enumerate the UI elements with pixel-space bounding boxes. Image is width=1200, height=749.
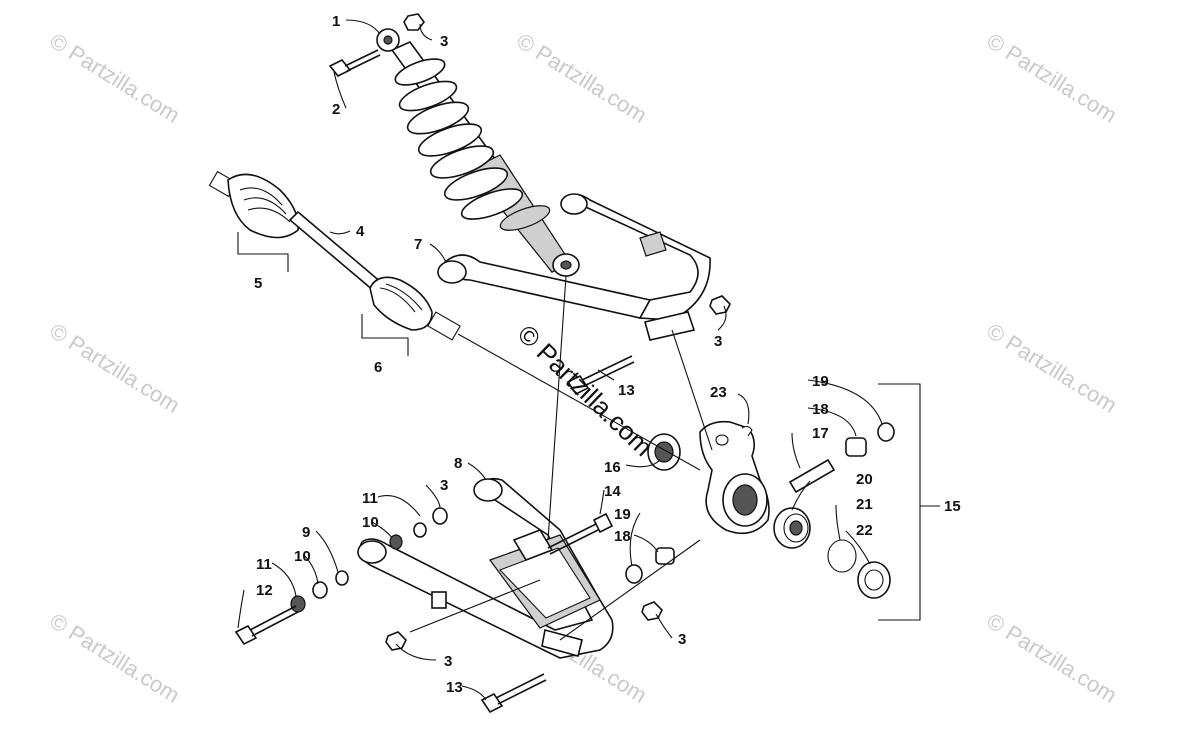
watermark-top-center: © Partzilla.com bbox=[512, 28, 651, 128]
callout-14: 14 bbox=[604, 483, 621, 500]
watermark-mid-right: © Partzilla.com bbox=[982, 318, 1121, 418]
callout-3-lower-left: 3 bbox=[444, 653, 452, 670]
nut-3-upper-arm bbox=[709, 295, 731, 315]
nut-3-top bbox=[403, 13, 425, 31]
bushing-18-upper bbox=[845, 437, 867, 457]
pivot-hardware-upper bbox=[389, 507, 448, 550]
callout-4: 4 bbox=[356, 223, 365, 240]
steering-knuckle bbox=[699, 420, 770, 535]
callout-16: 16 bbox=[604, 459, 621, 476]
bearing-16 bbox=[647, 433, 681, 471]
callout-1: 1 bbox=[332, 13, 340, 30]
shock-absorber bbox=[328, 13, 580, 277]
spring-coils bbox=[394, 58, 551, 231]
washer-19-lower bbox=[625, 564, 643, 584]
callout-21: 21 bbox=[856, 496, 873, 513]
callout-18-lower: 18 bbox=[614, 528, 631, 545]
snap-ring-21 bbox=[827, 539, 857, 573]
callout-17: 17 bbox=[812, 425, 829, 442]
bearing-20 bbox=[773, 507, 811, 549]
callout-11-upper: 11 bbox=[362, 490, 378, 507]
callout-19-upper: 19 bbox=[812, 373, 829, 390]
callout-9: 9 bbox=[302, 524, 310, 541]
callout-15: 15 bbox=[944, 498, 961, 515]
callout-10-upper: 10 bbox=[362, 514, 379, 531]
callout-13-upper: 13 bbox=[618, 382, 635, 399]
callout-5: 5 bbox=[254, 275, 262, 292]
pivot-hardware-lower bbox=[234, 570, 349, 646]
watermark-center: © Partzilla.com bbox=[512, 319, 659, 462]
leader-lines bbox=[237, 19, 940, 701]
callout-23: 23 bbox=[710, 384, 727, 401]
sleeve-17 bbox=[788, 458, 836, 494]
callouts: 1 2 3 3 3 3 3 4 5 6 7 8 9 10 10 11 11 12… bbox=[254, 13, 961, 696]
drive-axle bbox=[208, 170, 461, 341]
callout-3-lower-pivot: 3 bbox=[440, 477, 448, 494]
upper-a-arm bbox=[437, 193, 711, 341]
watermark-bottom-right: © Partzilla.com bbox=[982, 608, 1121, 708]
watermark-top-left: © Partzilla.com bbox=[45, 28, 184, 128]
watermark-top-right: © Partzilla.com bbox=[982, 28, 1121, 128]
nut-3-lower-right bbox=[641, 601, 663, 621]
bolt-2 bbox=[328, 49, 381, 78]
callout-7: 7 bbox=[414, 236, 422, 253]
lower-a-arm bbox=[357, 477, 614, 659]
callout-3-top: 3 bbox=[440, 33, 448, 50]
callout-3-upper-arm: 3 bbox=[714, 333, 722, 350]
callout-13-lower: 13 bbox=[446, 679, 463, 696]
callout-11-lower: 11 bbox=[256, 556, 272, 573]
callout-20: 20 bbox=[856, 471, 873, 488]
callout-12: 12 bbox=[256, 582, 273, 599]
bushing-18-lower bbox=[655, 547, 675, 565]
callout-3-lower-right: 3 bbox=[678, 631, 686, 648]
callout-6: 6 bbox=[374, 359, 382, 376]
callout-22: 22 bbox=[856, 522, 873, 539]
callout-18-upper: 18 bbox=[812, 401, 829, 418]
callout-8: 8 bbox=[454, 455, 462, 472]
nut-3-lower-left bbox=[385, 631, 407, 651]
callout-10-lower: 10 bbox=[294, 548, 311, 565]
watermark-mid-left: © Partzilla.com bbox=[45, 318, 184, 418]
callout-19-lower: 19 bbox=[614, 506, 631, 523]
washer-19-upper bbox=[877, 422, 895, 442]
watermark-bottom-left: © Partzilla.com bbox=[45, 608, 184, 708]
bolt-14 bbox=[547, 512, 614, 555]
seal-22 bbox=[857, 561, 891, 599]
bolt-13-upper bbox=[566, 355, 635, 396]
cotter-pin-23 bbox=[741, 425, 753, 437]
bolt-13-lower bbox=[480, 673, 547, 714]
callout-2: 2 bbox=[332, 101, 340, 118]
